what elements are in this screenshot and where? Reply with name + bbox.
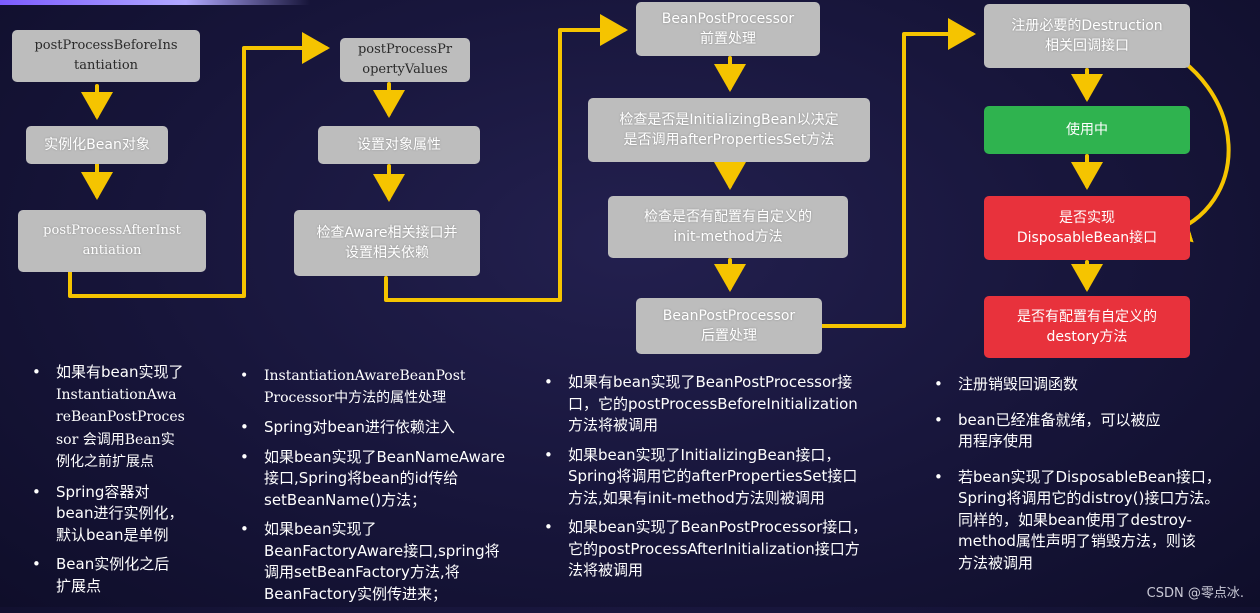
box-label: BeanPostProcessor 前置处理 xyxy=(661,11,795,47)
box-bean-post-processor-before: BeanPostProcessor 前置处理 xyxy=(636,2,820,56)
box-check-initializing-bean: 检查是否是InitializingBean以决定 是否调用afterProper… xyxy=(588,98,870,162)
note-item: InstantiationAwareBeanPost Processor中方法的… xyxy=(236,366,554,409)
box-post-process-before-instantiation: postProcessBeforeIns tantiation xyxy=(12,30,200,82)
box-label: 检查是否有配置有自定义的 init-method方法 xyxy=(644,209,812,245)
note-item: 如果bean实现了BeanPostProcessor接口， 它的postProc… xyxy=(540,517,920,582)
box-instantiate-bean: 实例化Bean对象 xyxy=(26,126,168,164)
box-label: 是否有配置有自定义的 destory方法 xyxy=(1017,309,1157,345)
note-text: Spring容器对 bean进行实例化， 默认bean是单例 xyxy=(56,482,184,544)
note-text: InstantiationAwa reBeanPostProces sor 会调… xyxy=(56,386,185,471)
note-text: Spring对bean进行依赖注入 xyxy=(264,418,455,436)
box-label: BeanPostProcessor 后置处理 xyxy=(662,308,796,344)
watermark: CSDN @零点冰. xyxy=(1146,586,1244,601)
top-accent-stripe xyxy=(0,0,310,5)
note-item: 如果bean实现了 BeanFactoryAware接口,spring将 调用s… xyxy=(236,519,554,605)
box-destroy-method-check: 是否有配置有自定义的 destory方法 xyxy=(984,296,1190,358)
box-post-process-property-values: postProcessPr opertyValues xyxy=(340,38,470,82)
note-text: 如果bean实现了 BeanFactoryAware接口,spring将 调用s… xyxy=(264,520,500,603)
box-label: postProcessPr opertyValues xyxy=(357,42,453,77)
note-text: Bean实例化之后 扩展点 xyxy=(56,555,170,595)
note-text: 如果有bean实现了 xyxy=(56,363,184,381)
note-text: 如果bean实现了InitializingBean接口， Spring将调用它的… xyxy=(568,445,858,507)
note-item: 如果有bean实现了 InstantiationAwa reBeanPostPro… xyxy=(28,362,228,474)
notes-column-3: 如果有bean实现了BeanPostProcessor接 口，它的postPro… xyxy=(540,372,920,590)
note-item: 如果有bean实现了BeanPostProcessor接 口，它的postPro… xyxy=(540,372,920,437)
note-item: bean已经准备就绪，可以被应 用程序使用 xyxy=(930,410,1256,453)
notes-column-1: 如果有bean实现了 InstantiationAwa reBeanPostPro… xyxy=(28,362,228,605)
box-check-aware-interfaces: 检查Aware相关接口并 设置相关依赖 xyxy=(294,210,480,276)
box-label: 是否实现 DisposableBean接口 xyxy=(1016,210,1158,246)
note-item: 注册销毁回调函数 xyxy=(930,374,1256,396)
note-text: bean已经准备就绪，可以被应 用程序使用 xyxy=(958,410,1161,451)
note-item: 如果bean实现了InitializingBean接口， Spring将调用它的… xyxy=(540,445,920,510)
note-text: 若bean实现了DisposableBean接口， Spring将调用它的dis… xyxy=(958,467,1221,572)
box-label: 使用中 xyxy=(1066,122,1108,138)
notes-column-4: 注册销毁回调函数 bean已经准备就绪，可以被应 用程序使用 若bean实现了D… xyxy=(930,374,1256,582)
box-label: postProcessBeforeIns tantiation xyxy=(34,38,178,73)
box-label: 注册必要的Destruction 相关回调接口 xyxy=(1011,18,1163,54)
connector-c1-c2 xyxy=(68,32,330,298)
box-in-use: 使用中 xyxy=(984,106,1190,154)
note-text: 如果bean实现了BeanPostProcessor接口， 它的postProc… xyxy=(568,518,868,579)
note-item: 若bean实现了DisposableBean接口， Spring将调用它的dis… xyxy=(930,467,1256,575)
note-item: Spring容器对 bean进行实例化， 默认bean是单例 xyxy=(28,482,228,547)
box-disposable-bean-check: 是否实现 DisposableBean接口 xyxy=(984,196,1190,260)
note-item: Bean实例化之后 扩展点 xyxy=(28,554,228,597)
note-text: 注册销毁回调函数 xyxy=(958,375,1079,393)
box-bean-post-processor-after: BeanPostProcessor 后置处理 xyxy=(636,298,822,354)
note-text: 如果有bean实现了BeanPostProcessor接 口，它的postPro… xyxy=(568,373,858,434)
connector-c3-c4 xyxy=(820,18,976,328)
note-item: 如果bean实现了BeanNameAware 接口,Spring将bean的id… xyxy=(236,447,554,512)
box-label: 设置对象属性 xyxy=(357,137,441,153)
note-text: InstantiationAwareBeanPost Processor中方法的… xyxy=(264,368,466,406)
note-item: Spring对bean进行依赖注入 xyxy=(236,417,554,439)
box-set-properties: 设置对象属性 xyxy=(318,126,480,164)
box-label: 检查Aware相关接口并 设置相关依赖 xyxy=(316,225,458,261)
box-label: postProcessAfterInst antiation xyxy=(43,223,181,258)
note-text: 如果bean实现了BeanNameAware 接口,Spring将bean的id… xyxy=(264,447,506,509)
box-label: 检查是否是InitializingBean以决定 是否调用afterProper… xyxy=(619,112,839,148)
box-check-init-method: 检查是否有配置有自定义的 init-method方法 xyxy=(608,196,848,258)
connector-c2-c3 xyxy=(384,14,628,302)
box-label: 实例化Bean对象 xyxy=(44,137,150,153)
box-post-process-after-instantiation: postProcessAfterInst antiation xyxy=(18,210,206,272)
notes-column-2: InstantiationAwareBeanPost Processor中方法的… xyxy=(236,366,554,613)
box-register-destruction-callbacks: 注册必要的Destruction 相关回调接口 xyxy=(984,4,1190,68)
